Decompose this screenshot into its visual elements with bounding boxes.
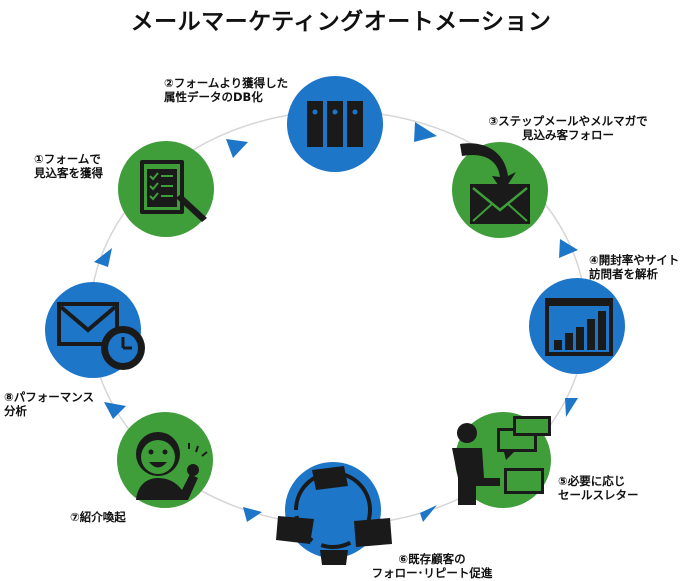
step-1-line-2: 見込客を獲得 xyxy=(34,166,103,180)
person-chat-icon xyxy=(452,416,551,505)
step-4-label: ④開封率やサイト 訪問者を解析 xyxy=(589,253,679,281)
step-5-node xyxy=(452,412,551,508)
step-6-label: ⑥既存顧客の フォロー･リピート促進 xyxy=(357,552,507,580)
incoming-mail-icon xyxy=(460,143,530,224)
step-7-label: ⑦紹介喚起 xyxy=(70,510,126,524)
step-5-label: ⑤必要に応じ セールスレター xyxy=(558,474,639,502)
arrow-6-to-7 xyxy=(243,507,262,522)
step-4-node xyxy=(529,278,625,374)
arrow-5-to-6 xyxy=(420,505,437,522)
step-7-node xyxy=(117,412,213,508)
step-7-line-1: ⑦紹介喚起 xyxy=(70,510,126,524)
step-8-label: ⑧パフォーマンス 分析 xyxy=(4,390,94,418)
step-2-line-2: 属性データのDB化 xyxy=(164,90,263,104)
step-2-line-1: ②フォームより獲得した xyxy=(164,76,289,90)
cycle-arrows xyxy=(94,122,578,522)
step-2-label: ②フォームより獲得した 属性データのDB化 xyxy=(164,76,288,104)
checklist-pencil-icon xyxy=(140,160,207,222)
arrow-4-to-5 xyxy=(565,398,578,417)
step-5-line-2: セールスレター xyxy=(558,488,639,502)
step-3-line-2: 見込み客フォロー xyxy=(522,128,614,142)
mail-clock-icon xyxy=(57,302,145,370)
bar-chart-window-icon xyxy=(545,298,613,356)
step-6-node xyxy=(276,462,392,565)
arrow-3-to-4 xyxy=(559,239,578,258)
step-3-label: ③ステップメールやメルマガで 見込み客フォロー xyxy=(468,114,668,142)
step-1-label: ①フォームで 見込客を獲得 xyxy=(34,152,103,180)
step-4-line-1: ④開封率やサイト xyxy=(589,253,680,267)
cycle-files-icon xyxy=(276,466,392,565)
step-8-node xyxy=(45,282,145,378)
arrow-7-to-8 xyxy=(104,402,126,419)
step-2-node xyxy=(287,76,383,172)
step-8-line-2: 分析 xyxy=(4,404,27,418)
step-8-line-1: ⑧パフォーマンス xyxy=(4,390,95,404)
arrow-1-to-2 xyxy=(226,139,248,158)
step-1-line-1: ①フォームで xyxy=(34,152,101,166)
diagram-title: メールマーケティングオートメーション xyxy=(130,9,552,35)
step-4-line-2: 訪問者を解析 xyxy=(589,267,658,281)
smiling-person-icon xyxy=(136,432,208,500)
arrow-2-to-3 xyxy=(414,122,437,142)
arrow-8-to-1 xyxy=(94,248,112,267)
database-server-icon xyxy=(307,101,363,147)
step-3-node xyxy=(452,142,548,238)
step-1-node xyxy=(118,141,214,237)
step-5-line-1: ⑤必要に応じ xyxy=(558,474,626,488)
step-3-line-1: ③ステップメールやメルマガで xyxy=(488,114,648,128)
step-6-line-1: ⑥既存顧客の xyxy=(398,552,466,566)
step-6-line-2: フォロー･リピート促進 xyxy=(371,566,493,580)
